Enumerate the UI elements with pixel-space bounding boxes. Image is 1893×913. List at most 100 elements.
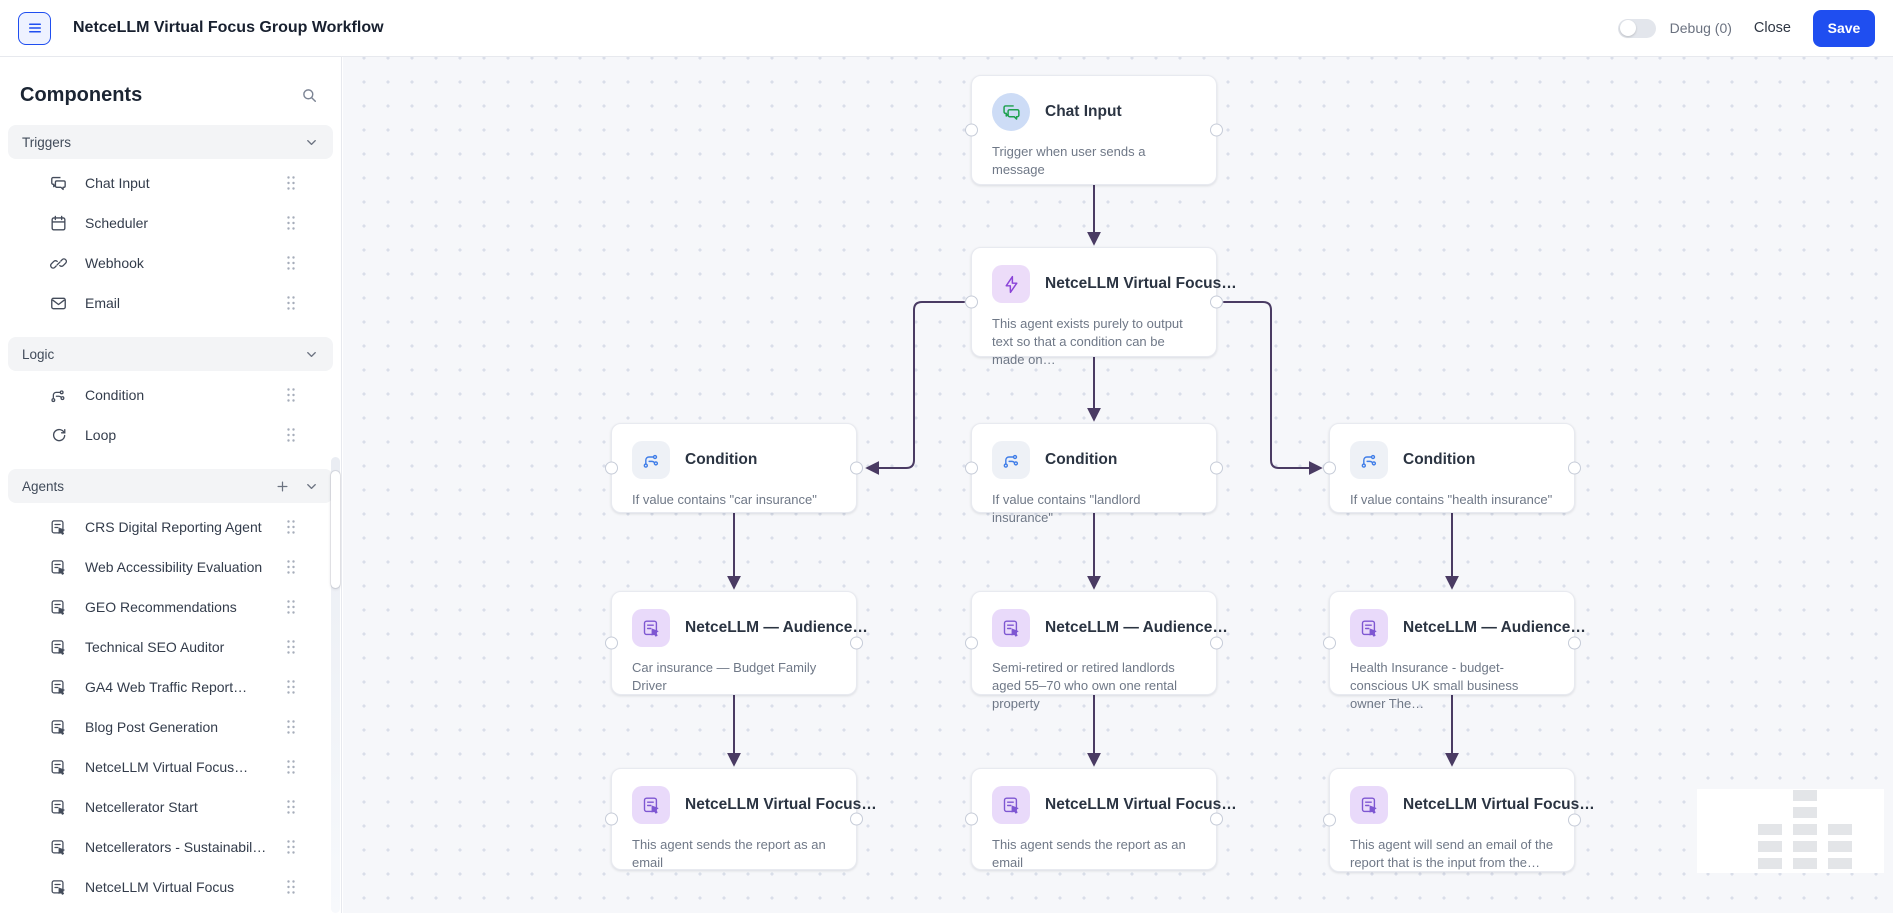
input-port[interactable] xyxy=(965,812,978,826)
node-chat-input[interactable]: Chat Input Trigger when user sends a mes… xyxy=(965,75,1223,185)
input-port[interactable] xyxy=(605,461,618,475)
agent-icon xyxy=(992,786,1030,824)
input-port[interactable] xyxy=(1323,813,1336,827)
node-condition-health[interactable]: Condition If value contains "health insu… xyxy=(1323,423,1581,513)
drag-handle-icon[interactable] xyxy=(285,799,297,815)
sidebar-scrollbar-thumb[interactable] xyxy=(331,471,340,588)
search-button[interactable] xyxy=(300,86,319,105)
output-port[interactable] xyxy=(850,636,863,650)
input-port[interactable] xyxy=(1323,461,1336,475)
drag-handle-icon[interactable] xyxy=(285,387,297,403)
output-port[interactable] xyxy=(1568,813,1581,827)
agent-icon xyxy=(49,718,68,737)
output-port[interactable] xyxy=(1210,295,1223,309)
sidebar-title: Components xyxy=(20,83,143,106)
input-port[interactable] xyxy=(965,295,978,309)
app-header: NetceLLM Virtual Focus Group Workflow De… xyxy=(0,0,1893,57)
drag-handle-icon[interactable] xyxy=(285,679,297,695)
sidebar-item-agent[interactable]: Technical SEO Auditor xyxy=(0,627,341,667)
agent-icon xyxy=(49,878,68,897)
section-header-agents[interactable]: Agents xyxy=(8,469,333,503)
node-email-landlord[interactable]: NetceLLM Virtual Focus… This agent sends… xyxy=(965,768,1237,870)
sidebar-item-agent[interactable]: NetceLLM Virtual Focus xyxy=(0,867,341,907)
sidebar-item-agent[interactable]: CRS Digital Reporting Agent xyxy=(0,507,341,547)
save-button[interactable]: Save xyxy=(1813,9,1875,47)
close-button[interactable]: Close xyxy=(1753,20,1791,36)
sidebar-item-chat-input[interactable]: Chat Input xyxy=(0,163,341,203)
calendar-icon xyxy=(49,214,68,233)
node-audience-landlord[interactable]: NetceLLM — Audience… Semi-retired or ret… xyxy=(965,591,1228,711)
agent-icon xyxy=(49,758,68,777)
sidebar-item-agent[interactable]: GEO Recommendations xyxy=(0,587,341,627)
node-condition-car[interactable]: Condition If value contains "car insuran… xyxy=(605,423,863,513)
sidebar-item-agent[interactable]: Netcellerator Start xyxy=(0,787,341,827)
sidebar-item-agent[interactable]: Blog Post Generation xyxy=(0,707,341,747)
input-port[interactable] xyxy=(1323,636,1336,650)
input-port[interactable] xyxy=(965,636,978,650)
agent-icon xyxy=(49,798,68,817)
node-audience-car[interactable]: NetceLLM — Audience… Car insurance — Bud… xyxy=(605,591,868,695)
add-agent-icon[interactable] xyxy=(275,479,290,494)
sidebar-item-agent[interactable]: NetceLLM Virtual Focus… xyxy=(0,747,341,787)
output-port[interactable] xyxy=(1210,123,1223,137)
agent-icon xyxy=(1350,786,1388,824)
node-condition-landlord[interactable]: Condition If value contains "landlord in… xyxy=(965,423,1223,525)
drag-handle-icon[interactable] xyxy=(285,559,297,575)
drag-handle-icon[interactable] xyxy=(285,519,297,535)
hamburger-icon xyxy=(26,19,44,37)
sidebar-item-condition[interactable]: Condition xyxy=(0,375,341,415)
input-port[interactable] xyxy=(965,123,978,137)
drag-handle-icon[interactable] xyxy=(285,759,297,775)
section-header-triggers[interactable]: Triggers xyxy=(8,125,333,159)
drag-handle-icon[interactable] xyxy=(285,295,297,311)
drag-handle-icon[interactable] xyxy=(285,175,297,191)
chat-icon xyxy=(992,93,1030,131)
node-audience-health[interactable]: NetceLLM — Audience… Health Insurance - … xyxy=(1323,591,1586,711)
node-router-agent[interactable]: NetceLLM Virtual Focus… This agent exist… xyxy=(965,247,1237,367)
drag-handle-icon[interactable] xyxy=(285,719,297,735)
agent-icon xyxy=(632,786,670,824)
drag-handle-icon[interactable] xyxy=(285,879,297,895)
edge-router-to-condition-left[interactable] xyxy=(865,301,965,475)
output-port[interactable] xyxy=(1210,636,1223,650)
node-email-health[interactable]: NetceLLM Virtual Focus… This agent will … xyxy=(1323,768,1595,872)
chevron-down-icon xyxy=(304,135,319,150)
agent-icon xyxy=(49,638,68,657)
input-port[interactable] xyxy=(605,636,618,650)
input-port[interactable] xyxy=(605,812,618,826)
debug-toggle[interactable] xyxy=(1617,18,1656,38)
chevron-down-icon xyxy=(304,479,319,494)
edge-router-to-condition-right[interactable] xyxy=(1223,301,1323,475)
hamburger-menu-button[interactable] xyxy=(18,11,51,45)
drag-handle-icon[interactable] xyxy=(285,427,297,443)
output-port[interactable] xyxy=(1568,636,1581,650)
sidebar-item-agent[interactable]: Netcellerators - Sustainabil… xyxy=(0,827,341,867)
output-port[interactable] xyxy=(850,461,863,475)
sidebar-item-loop[interactable]: Loop xyxy=(0,415,341,455)
output-port[interactable] xyxy=(1568,461,1581,475)
sidebar-item-agent[interactable]: GA4 Web Traffic Report… xyxy=(0,667,341,707)
input-port[interactable] xyxy=(965,461,978,475)
loop-icon xyxy=(49,426,68,445)
components-sidebar: Components Triggers Chat Input Scheduler… xyxy=(0,57,342,913)
branch-icon xyxy=(1350,441,1388,479)
agent-icon xyxy=(632,609,670,647)
drag-handle-icon[interactable] xyxy=(285,215,297,231)
agent-icon xyxy=(992,609,1030,647)
drag-handle-icon[interactable] xyxy=(285,255,297,271)
output-port[interactable] xyxy=(1210,812,1223,826)
drag-handle-icon[interactable] xyxy=(285,639,297,655)
sidebar-item-agent[interactable]: Web Accessibility Evaluation xyxy=(0,547,341,587)
output-port[interactable] xyxy=(850,812,863,826)
sidebar-scrollbar-track xyxy=(331,457,340,913)
drag-handle-icon[interactable] xyxy=(285,599,297,615)
workflow-canvas[interactable]: Chat Input Trigger when user sends a mes… xyxy=(343,57,1893,913)
output-port[interactable] xyxy=(1210,461,1223,475)
sidebar-item-scheduler[interactable]: Scheduler xyxy=(0,203,341,243)
sidebar-item-email[interactable]: Email xyxy=(0,283,341,323)
section-header-logic[interactable]: Logic xyxy=(8,337,333,371)
node-email-car[interactable]: NetceLLM Virtual Focus… This agent sends… xyxy=(605,768,877,870)
sidebar-item-webhook[interactable]: Webhook xyxy=(0,243,341,283)
drag-handle-icon[interactable] xyxy=(285,839,297,855)
agent-icon xyxy=(49,838,68,857)
